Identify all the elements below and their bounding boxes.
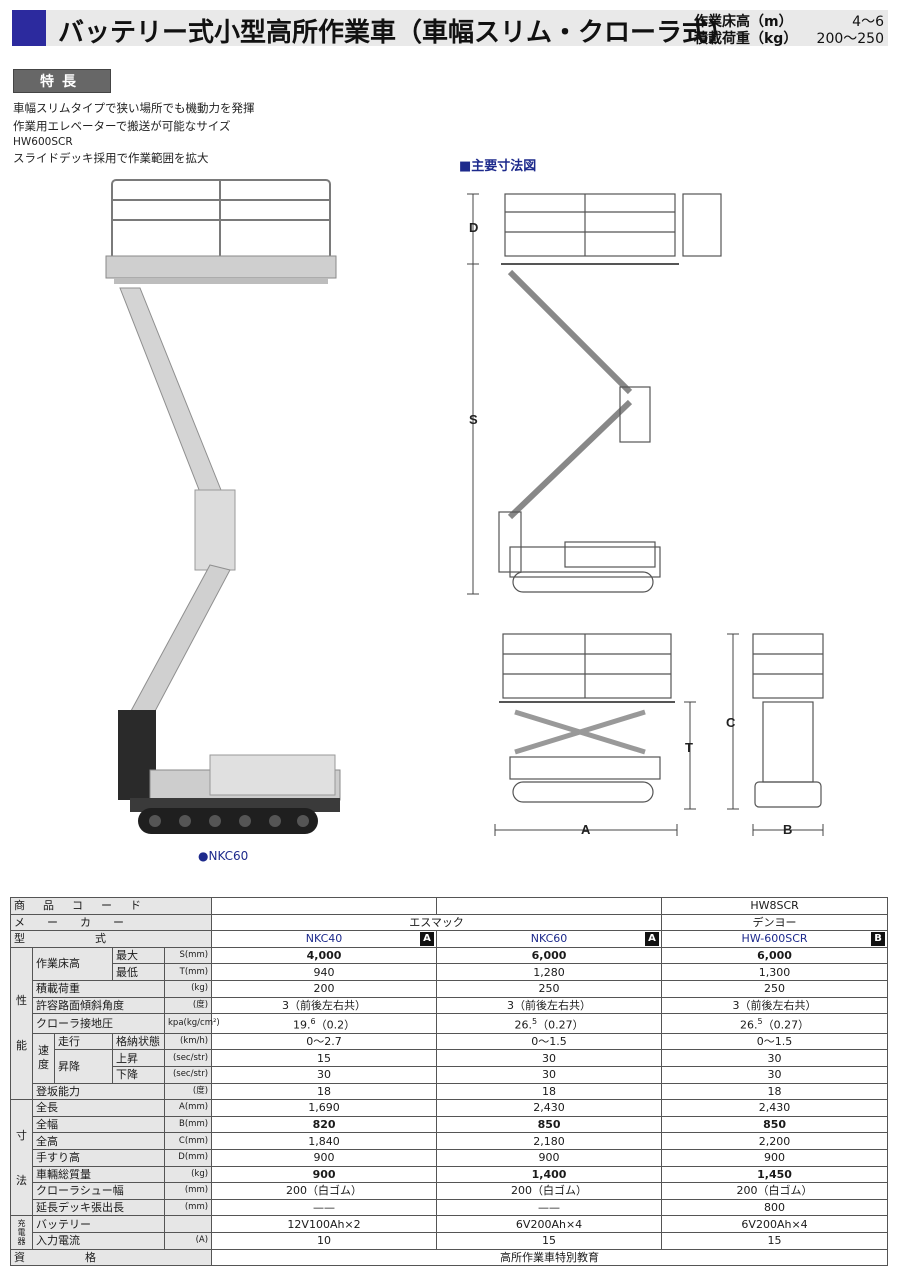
table-row: 車輛総質量 (kg) 900 1,400 1,450 [11,1165,889,1184]
table-row: 昇降 上昇 (sec/str) 15 30 30 [11,1049,889,1084]
page-header: バッテリー式小型高所作業車（車幅スリム・クローラ式） 作業床高（m）4〜6 積載… [12,10,888,48]
feature-model-line: HW600SCR [13,136,73,148]
table-row: クローラシュー幅 (mm) 200（白ゴム） 200（白ゴム） 200（白ゴム） [11,1182,889,1200]
photo-caption: ●NKC60 [198,849,249,863]
category-performance: 性能 [10,946,33,1101]
feature-line: スライドデッキ採用で作業範囲を拡大 [13,151,209,165]
table-row: 下降 (sec/str) 30 30 30 [11,1066,889,1084]
dim-label-c: C [726,715,736,730]
license-value: 高所作業車特別教育 [211,1248,889,1267]
table-row: 充電器 バッテリー 12V100Ah×2 6V200Ah×4 6V200Ah×4 [10,1215,889,1250]
table-row: 性能 作業床高 最大 S(mm) 4,000 6,000 6,000 [10,946,889,1101]
category-charger: 充電器 [10,1215,33,1250]
table-row: 許容路面傾斜角度 (度) 3（前後左右共） 3（前後左右共） 3（前後左右共） [11,996,889,1015]
feature-line: 作業用エレベーターで搬送が可能なサイズ [13,119,231,133]
model-badge: B [871,932,886,947]
features-badge: 特長 [13,69,111,93]
dimension-diagram: D S T C A B [467,193,824,837]
page-title: バッテリー式小型高所作業車（車幅スリム・クローラ式） [58,18,735,48]
table-row: 入力電流 (A) 10 15 15 [11,1231,889,1250]
table-row: 延長デッキ張出長 (mm) —— —— 800 [11,1198,889,1217]
row-label: 資格 [14,1250,156,1264]
table-row: 積載荷重 (kg) 200 250 250 [11,979,889,998]
table-row: 全高 C(mm) 1,840 2,180 2,200 [11,1132,889,1150]
dim-label-s: S [469,412,478,427]
row-label: 型式 [14,932,176,946]
table-row: 資格 高所作業車特別教育 [9,1248,889,1267]
table-row: 全幅 B(mm) 820 850 850 [11,1115,889,1134]
dim-label-a: A [581,822,591,837]
table-row: 寸法 全長 A(mm) 1,690 2,430 2,430 [10,1099,889,1217]
product-photo [105,179,341,834]
dim-label-t: T [685,740,693,755]
table-row: 登坂能力 (度) 18 18 18 [11,1082,889,1101]
row-label: 商品コード [14,899,159,913]
header-spec-floor-height: 作業床高（m）4〜6 [694,14,884,30]
table-row: 商品コード HW8SCR [9,897,889,915]
table-row: 最低 T(mm) 940 1,280 1,300 [11,963,889,981]
maker-denyo: デンヨー [661,913,889,932]
table-row: クローラ接地圧 kpa(kg/cm²) 19.6（0.2） 26.5（0.27）… [11,1013,889,1034]
model-badge: A [420,932,435,947]
diagram-title: ■主要寸法図 [459,159,537,174]
product-code-hw8scr: HW8SCR [661,897,889,915]
table-row: 速度 走行 格納状態 (km/h) 0〜2.7 0〜1.5 0〜1.5 [11,1032,889,1084]
row-label: メーカー [14,915,146,929]
header-accent-block [12,10,46,46]
dim-label-b: B [783,822,792,837]
maker-esmac: エスマック [211,913,663,932]
dim-label-d: D [469,220,478,235]
model-badge: A [645,932,660,947]
table-row: 手すり高 D(mm) 900 900 900 [11,1148,889,1167]
feature-line: 車幅スリムタイプで狭い場所でも機動力を発揮 [13,101,255,115]
header-spec-load: 積載荷重（kg）200〜250 [694,31,884,47]
table-row: メーカー エスマック デンヨー [9,913,889,932]
category-dimension: 寸法 [10,1099,33,1217]
